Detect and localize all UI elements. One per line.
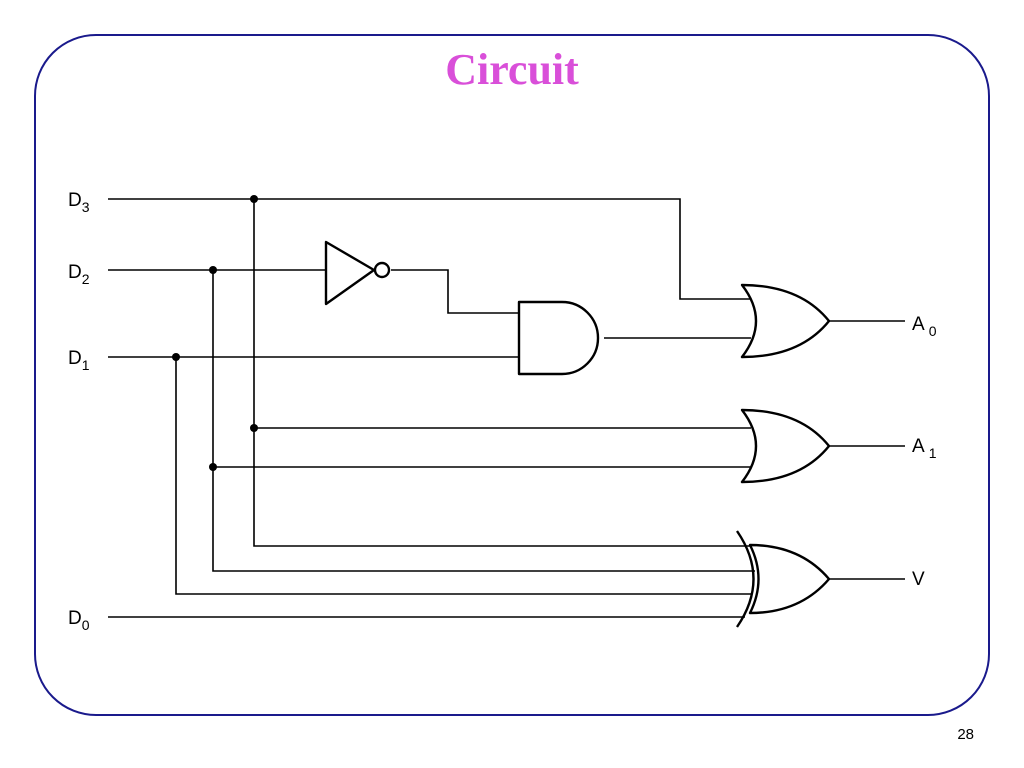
wire-d3: [108, 198, 751, 300]
wire-not-to-and: [391, 269, 519, 314]
junction-dot: [250, 424, 258, 432]
junction-dot: [172, 353, 180, 361]
junction-dots: [172, 195, 258, 471]
branch-wires: [175, 199, 755, 595]
output-label-v: V: [912, 569, 925, 590]
slide-frame: [34, 34, 990, 716]
input-label-d2: D2: [68, 262, 90, 287]
or-gate-a1: [740, 408, 831, 484]
input-label-d0: D0: [68, 608, 90, 633]
junction-dot: [209, 266, 217, 274]
input-wires: [108, 198, 751, 618]
input-label-d3: D3: [68, 190, 90, 215]
wire-d3-branch: [253, 199, 750, 547]
junction-dot: [250, 195, 258, 203]
and-gate: [517, 300, 600, 376]
junction-dot: [209, 463, 217, 471]
wire-d1-branch: [175, 357, 752, 595]
input-label-d1: D1: [68, 348, 90, 373]
or-gate-a0: [740, 283, 831, 359]
logic-wires: [391, 269, 905, 580]
or-gate-v: [736, 530, 831, 628]
wire-d2-branch: [212, 270, 755, 572]
not-gate: [324, 240, 391, 306]
slide-title: Circuit: [445, 45, 579, 94]
page-number: 28: [957, 726, 974, 743]
